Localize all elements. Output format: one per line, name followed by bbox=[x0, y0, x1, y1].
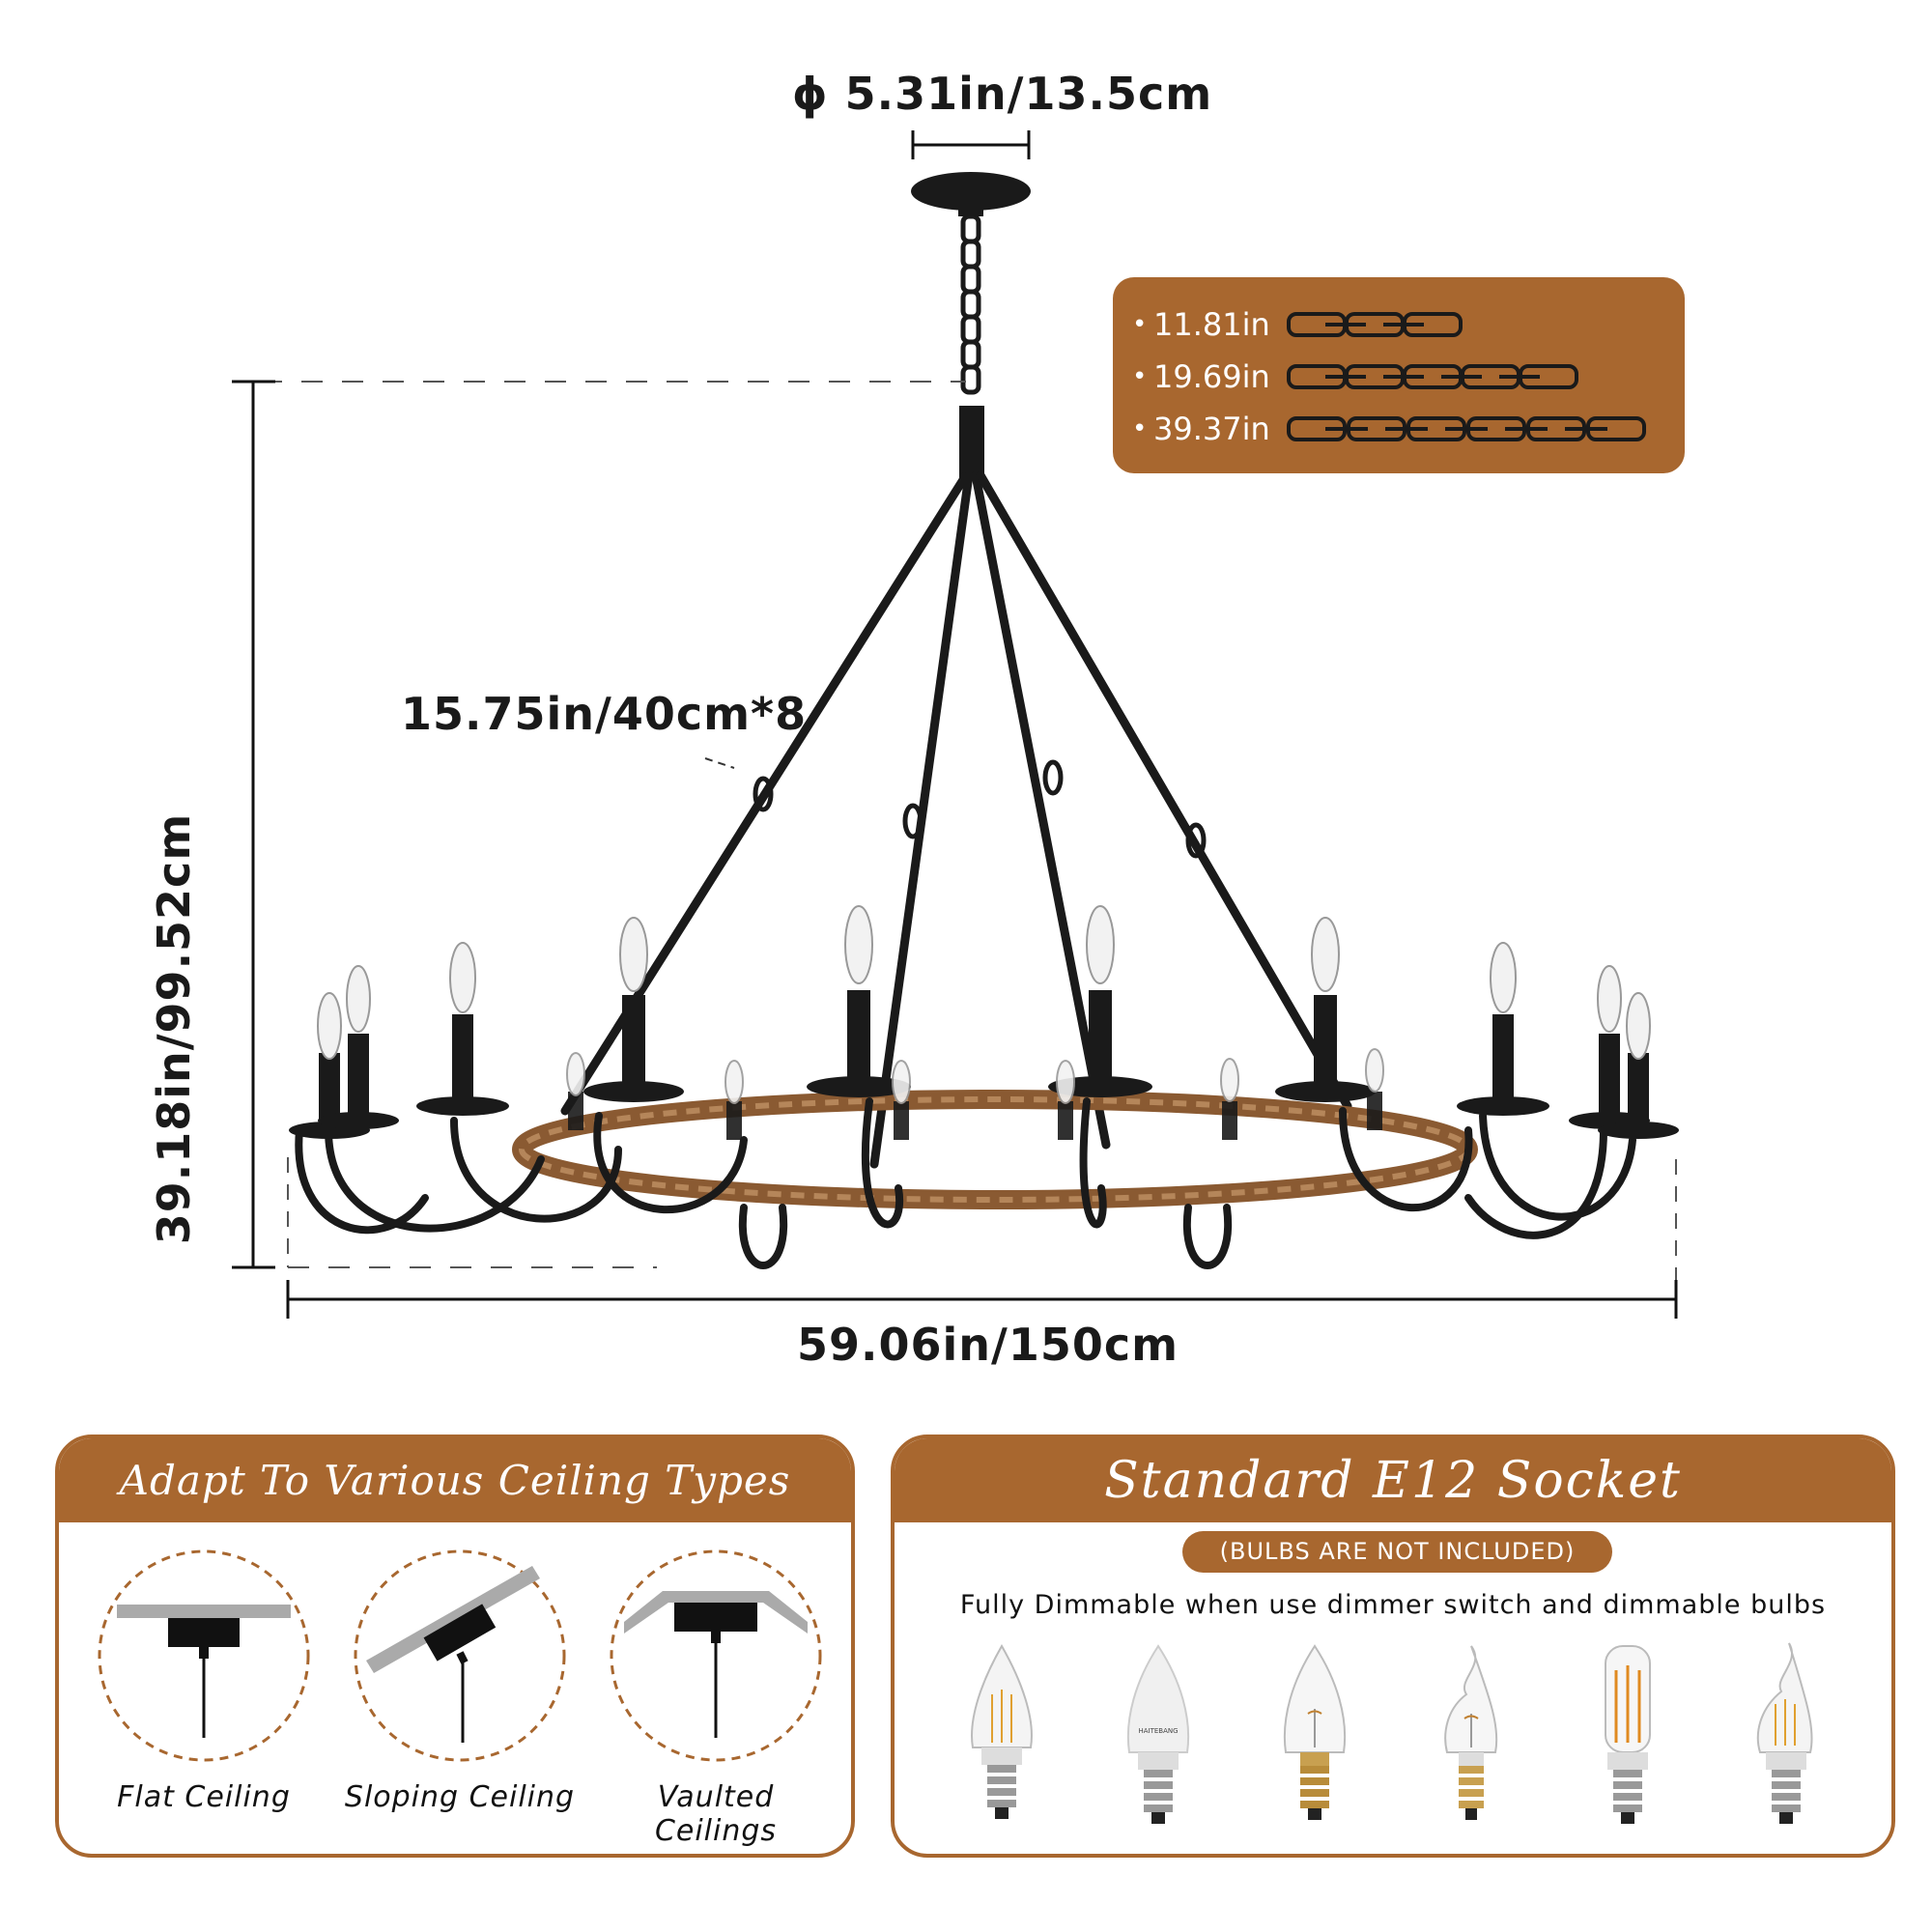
led-flame-tip-bulb-icon bbox=[1756, 1642, 1813, 1824]
chain-option: • 11.81in bbox=[1132, 298, 1665, 351]
hub bbox=[959, 406, 984, 478]
ceiling-types-panel: Adapt To Various Ceiling Types Flat Ceil… bbox=[55, 1435, 855, 1858]
ceiling-type-label: Vaulted Ceilings bbox=[654, 1780, 778, 1848]
chain-links-icon bbox=[1287, 364, 1578, 389]
bullet: • bbox=[1132, 414, 1148, 443]
ceiling-type-label: Sloping Ceiling bbox=[344, 1780, 576, 1814]
chain-length: 11.81in bbox=[1153, 306, 1270, 343]
arm-links bbox=[753, 759, 1207, 859]
height-dimension-bar bbox=[232, 380, 275, 1269]
height-dimension-label: 39.18in/99.52cm bbox=[148, 812, 200, 1245]
arm-dimension-label: 15.75in/40cm*8 bbox=[401, 688, 808, 740]
ceiling-type-vaulted: Vaulted Ceilings bbox=[600, 1545, 832, 1848]
chain-option: • 39.37in bbox=[1132, 403, 1665, 455]
flat-ceiling-icon bbox=[98, 1549, 310, 1762]
ceiling-panel-title: Adapt To Various Ceiling Types bbox=[59, 1438, 851, 1522]
canopy-dimension-bar bbox=[911, 130, 1031, 159]
bullet: • bbox=[1132, 362, 1148, 391]
ceiling-type-flat: Flat Ceiling bbox=[88, 1545, 320, 1814]
width-dimension-bar bbox=[286, 1280, 1678, 1319]
flame-tip-bulb-icon bbox=[1444, 1645, 1498, 1820]
clear-incandescent-candle-bulb-icon bbox=[1283, 1644, 1347, 1820]
chain-length-box: • 11.81in • 19.69in • 39.37in bbox=[1113, 277, 1685, 473]
ceiling-type-label: Flat Ceiling bbox=[117, 1780, 291, 1814]
scroll-arms bbox=[295, 1097, 1636, 1269]
candles bbox=[289, 905, 1679, 1140]
bulb-brand: HAITEBANG bbox=[1138, 1727, 1178, 1735]
sloping-ceiling-icon bbox=[354, 1549, 566, 1762]
chain-links-icon bbox=[1287, 416, 1646, 441]
chain-links-icon bbox=[1287, 312, 1463, 337]
width-dimension-label: 59.06in/150cm bbox=[797, 1319, 1179, 1371]
support-arms bbox=[560, 470, 1352, 1169]
frosted-candle-bulb-icon: HAITEBANG bbox=[1126, 1644, 1190, 1824]
chain-option: • 19.69in bbox=[1132, 351, 1665, 403]
socket-panel-title: Standard E12 Socket bbox=[895, 1438, 1891, 1522]
vaulted-ceiling-icon bbox=[610, 1549, 822, 1762]
chandelier-illustration bbox=[232, 130, 1679, 1319]
led-filament-candle-bulb-icon bbox=[971, 1643, 1033, 1819]
dimmable-note: Fully Dimmable when use dimmer switch an… bbox=[959, 1590, 1827, 1620]
bulbs-not-included-badge: (BULBS ARE NOT INCLUDED) bbox=[1182, 1531, 1612, 1573]
hanging-chain bbox=[960, 213, 981, 395]
chain-length: 39.37in bbox=[1153, 411, 1270, 447]
canopy-dimension-label: ϕ 5.31in/13.5cm bbox=[792, 68, 1213, 120]
bulb-row: HAITEBANG bbox=[923, 1641, 1862, 1834]
tubular-led-bulb-icon bbox=[1605, 1645, 1651, 1824]
ceiling-type-sloping: Sloping Ceiling bbox=[344, 1545, 576, 1814]
bullet: • bbox=[1132, 310, 1148, 339]
canopy bbox=[911, 172, 1031, 211]
chain-length: 19.69in bbox=[1153, 358, 1270, 395]
socket-panel: Standard E12 Socket (BULBS ARE NOT INCLU… bbox=[891, 1435, 1895, 1858]
